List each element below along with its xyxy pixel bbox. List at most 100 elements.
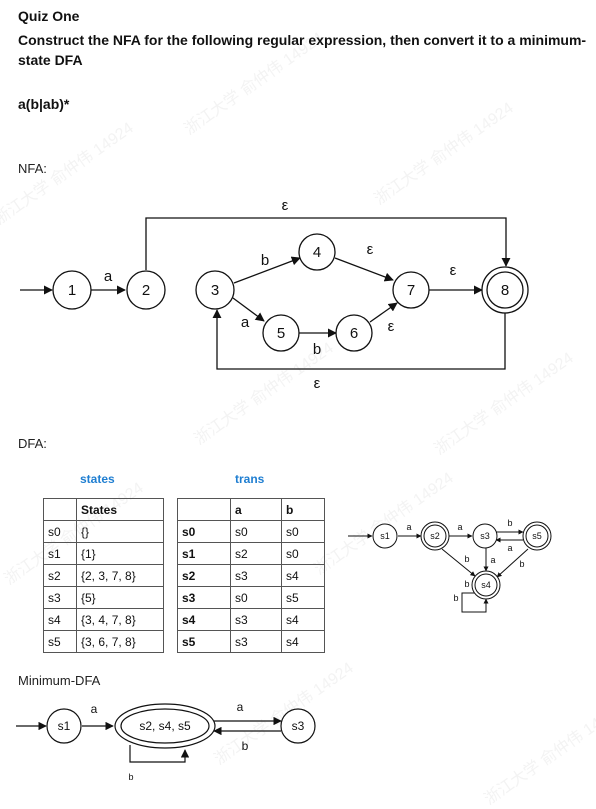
nfa-edge-4-7 <box>334 257 394 282</box>
nfa-state-2 <box>126 270 166 310</box>
table-cell: {2, 3, 7, 8} <box>76 564 164 587</box>
nfa-edge-label: b <box>261 252 269 269</box>
nfa-state-label: 6 <box>350 325 358 342</box>
nfa-edge-label: a <box>241 314 250 331</box>
nfa-labels: 1 2 3 4 5 6 7 8 a ε b a b ε ε ε ε <box>68 197 509 392</box>
table-cell: s3 <box>230 608 282 631</box>
table-cell: s4 <box>281 608 325 631</box>
table-cell: s4 <box>281 564 325 587</box>
nfa-edge-label: ε <box>282 197 289 214</box>
regular-expression: a(b|ab)* <box>18 96 70 112</box>
nfa-state-label: 7 <box>407 282 415 299</box>
table-cell: {3, 4, 7, 8} <box>76 608 164 631</box>
nfa-edge-3-4 <box>233 256 301 284</box>
table-cell: s0 <box>281 542 325 565</box>
table-cell: s3 <box>230 630 282 653</box>
dfa-edge-label: b <box>464 554 469 564</box>
nfa-edge-label: b <box>313 341 321 358</box>
table-cell: {3, 6, 7, 8} <box>76 630 164 653</box>
dfa-state-label: s3 <box>480 531 490 541</box>
table-row: s1 {1} <box>43 542 164 565</box>
nfa-edge-2-8 <box>145 217 511 270</box>
states-table-caption: states <box>80 472 115 486</box>
dfa-edge-s5-s4 <box>496 548 529 578</box>
table-row: s4 s3 s4 <box>177 608 325 631</box>
table-cell: s2 <box>230 542 282 565</box>
nfa-state-label: 8 <box>501 282 509 299</box>
table-cell: s1 <box>43 542 77 565</box>
nfa-state-1 <box>52 270 92 310</box>
nfa-edge-8-3 <box>212 309 506 370</box>
table-cell: s4 <box>43 608 77 631</box>
table-row: s2 {2, 3, 7, 8} <box>43 564 164 587</box>
table-cell: s5 <box>281 586 325 609</box>
nfa-state-8-outer <box>481 266 529 314</box>
table-cell: s5 <box>43 630 77 653</box>
states-table: States s0 {} s1 {1} s2 {2, 3, 7, 8} s3 {… <box>43 498 164 653</box>
min-dfa-edge-label: a <box>237 700 244 714</box>
diagrams-canvas: 1 2 3 4 5 6 7 8 a ε b a b ε ε ε ε <box>16 197 552 782</box>
nfa-edge-label: ε <box>388 318 395 335</box>
dfa-edge-label: a <box>490 555 495 565</box>
min-dfa-edge-label: b <box>128 772 133 782</box>
min-dfa-edge-label: a <box>91 702 98 716</box>
nfa-state-4 <box>298 233 336 271</box>
nfa-state-label: 1 <box>68 282 76 299</box>
dfa-state-label: s4 <box>481 580 491 590</box>
nfa-edge-6-7 <box>369 302 398 323</box>
min-dfa-state-label: s1 <box>58 719 71 733</box>
dfa-state-s5-outer <box>522 521 552 551</box>
nfa-state-label: 2 <box>142 282 150 299</box>
min-dfa-section-label: Minimum-DFA <box>18 673 101 688</box>
nfa-state-5 <box>262 314 300 352</box>
dfa-edge-s4-self <box>461 592 489 613</box>
table-row: s0 s0 s0 <box>177 520 325 543</box>
transition-table: a b s0 s0 s0 s1 s2 s0 s2 s3 s4 s3 s0 s5 … <box>177 498 325 653</box>
table-row: s1 s2 s0 <box>177 542 325 565</box>
min-dfa-state-label: s2, s4, s5 <box>139 719 191 733</box>
table-row: s3 {5} <box>43 586 164 609</box>
min-dfa-state-s3 <box>280 708 316 744</box>
dfa-section-label: DFA: <box>18 436 47 451</box>
dfa-state-s5-inner <box>525 524 549 548</box>
dfa-edge-label: a <box>507 543 512 553</box>
table-cell: s0 <box>281 520 325 543</box>
nfa-state-7 <box>392 271 430 309</box>
min-dfa-state-label: s3 <box>292 719 305 733</box>
nfa-diagram <box>20 217 529 370</box>
table-row: s4 {3, 4, 7, 8} <box>43 608 164 631</box>
nfa-state-label: 5 <box>277 325 285 342</box>
dfa-state-s3 <box>472 523 498 549</box>
dfa-edge-s2-s4 <box>441 548 476 577</box>
table-cell: s3 <box>177 586 231 609</box>
table-header-row: a b <box>177 498 325 521</box>
table-cell: s1 <box>177 542 231 565</box>
table-header-cell: a <box>230 498 282 521</box>
nfa-edge-label: ε <box>367 241 374 258</box>
table-cell: s0 <box>43 520 77 543</box>
table-cell: s2 <box>177 564 231 587</box>
nfa-state-3 <box>195 270 235 310</box>
table-row: s2 s3 s4 <box>177 564 325 587</box>
question-text: Construct the NFA for the following regu… <box>18 32 587 68</box>
dfa-state-label: s1 <box>380 531 390 541</box>
table-row: s3 s0 s5 <box>177 586 325 609</box>
dfa-edge-label: b <box>464 579 469 589</box>
min-dfa-state-merged-outer <box>114 703 216 749</box>
dfa-graph <box>348 521 552 613</box>
nfa-edge-label: ε <box>314 375 321 392</box>
dfa-state-label: s2 <box>430 531 440 541</box>
table-cell: {} <box>76 520 164 543</box>
table-cell: s2 <box>43 564 77 587</box>
table-cell: s0 <box>230 586 282 609</box>
table-cell: {5} <box>76 586 164 609</box>
dfa-state-s1 <box>372 523 398 549</box>
table-cell: s4 <box>177 608 231 631</box>
dfa-edge-label: b <box>453 593 458 603</box>
min-dfa-edge-merged-self <box>129 745 190 763</box>
table-header-cell: b <box>281 498 325 521</box>
dfa-state-label: s5 <box>532 531 542 541</box>
dfa-state-s2-outer <box>420 521 450 551</box>
dfa-state-s4-inner <box>474 573 498 597</box>
nfa-edge-label: ε <box>450 262 457 279</box>
